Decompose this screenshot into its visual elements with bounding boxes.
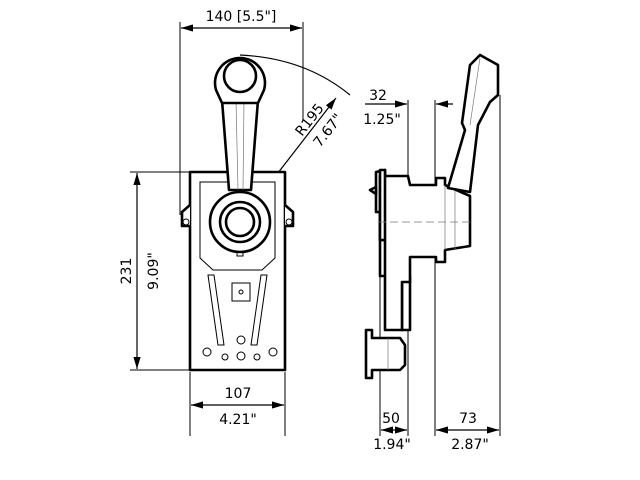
depth-mm-label: 50 [382,411,400,427]
top-width-label: 140 [5.5"] [206,9,277,25]
height-in-label: 9.09" [146,252,162,290]
mounting-tab-right [284,204,295,228]
top-offset-mm-label: 32 [369,88,387,104]
side-handle [446,53,500,194]
swing-arc [239,54,351,96]
lever-arm [220,98,260,192]
slot-right [250,274,268,346]
handle-depth-mm-label: 73 [459,411,477,427]
cable-connector [364,328,407,380]
front-width-in-label: 4.21" [219,412,257,428]
front-view: 140 [5.5"] R195 7.67" 231 9.09" 107 4.21… [119,9,351,436]
top-offset-in-label: 1.25" [363,112,401,128]
height-mm-label: 231 [119,258,135,285]
slot-left [207,274,225,346]
handle-depth-in-label: 2.87" [451,437,489,453]
mounting-tab-left [180,204,191,228]
depth-in-label: 1.94" [373,437,411,453]
front-width-mm-label: 107 [225,386,252,402]
side-view: 32 1.25" 50 1.94" 73 2.87" [363,53,501,453]
side-body [378,174,472,332]
